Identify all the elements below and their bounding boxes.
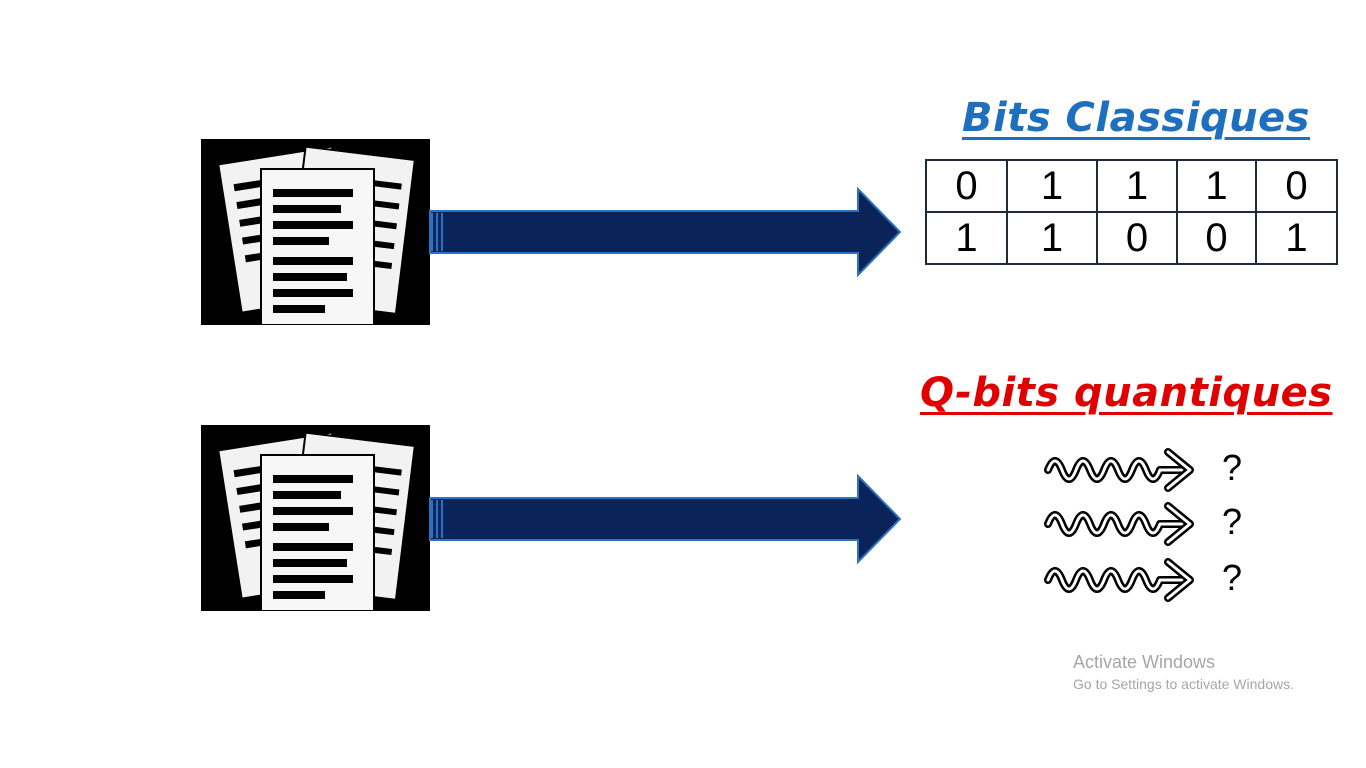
- unknown-state-mark: ?: [1222, 447, 1243, 488]
- arrow-to-quantum-qubits: [428, 473, 904, 565]
- wavy-arrow-icon: [1044, 502, 1194, 546]
- documents-icon-graphic: [201, 139, 430, 326]
- classical-bits-heading: Bits Classiques: [962, 95, 1310, 141]
- bit-cell: 1: [1096, 159, 1178, 213]
- qubit-row: ?: [1042, 446, 1262, 494]
- bit-cell: 1: [1255, 211, 1338, 265]
- bit-cell: 0: [1176, 211, 1257, 265]
- qubit-row: ?: [1042, 500, 1262, 548]
- bit-cell: 1: [1006, 159, 1098, 213]
- bits-row: 1 1 0 0 1: [925, 211, 1338, 265]
- bit-cell: 0: [925, 159, 1008, 213]
- bit-cell: 0: [1096, 211, 1178, 265]
- watermark-subtitle: Go to Settings to activate Windows.: [1073, 675, 1294, 692]
- unknown-state-mark: ?: [1222, 557, 1243, 598]
- bit-cell: 1: [1176, 159, 1257, 213]
- documents-icon-graphic: [201, 425, 430, 612]
- activate-windows-watermark: Activate Windows Go to Settings to activ…: [1073, 652, 1294, 692]
- right-arrow-icon: [429, 186, 902, 278]
- quantum-qubits-heading: Q-bits quantiques: [920, 370, 1333, 416]
- wavy-arrow-icon: [1044, 448, 1194, 492]
- bit-cell: 1: [925, 211, 1008, 265]
- documents-icon: [201, 139, 430, 326]
- bit-cell: 1: [1006, 211, 1098, 265]
- unknown-state-mark: ?: [1222, 501, 1243, 542]
- bits-row: 0 1 1 1 0: [925, 159, 1338, 213]
- watermark-title: Activate Windows: [1073, 652, 1216, 672]
- bit-cell: 0: [1255, 159, 1338, 213]
- classical-bits-table: 0 1 1 1 0 1 1 0 0 1: [925, 159, 1338, 265]
- documents-icon: [201, 425, 430, 612]
- qubit-row: ?: [1042, 556, 1262, 604]
- wavy-arrow-icon: [1044, 558, 1194, 602]
- arrow-to-classical-bits: [428, 186, 904, 278]
- right-arrow-icon: [429, 473, 902, 565]
